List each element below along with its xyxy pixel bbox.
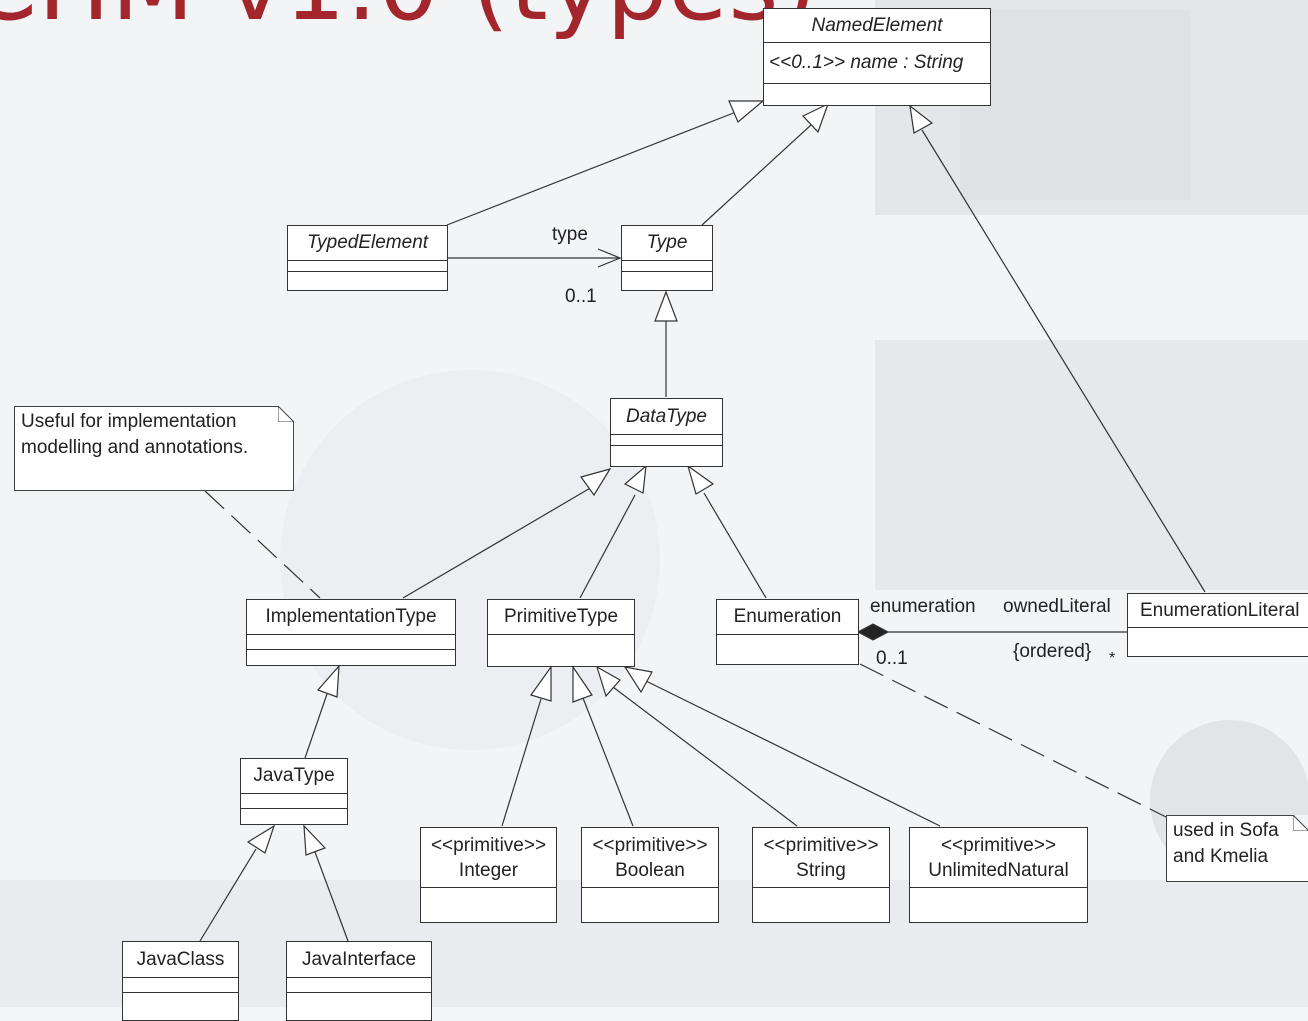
class-name: JavaClass <box>123 942 238 978</box>
generalization-arrowhead <box>246 824 276 854</box>
note-fold-corner <box>278 406 294 422</box>
class-string[interactable]: <<primitive>> String <box>752 827 890 923</box>
class-javainterface[interactable]: JavaInterface <box>286 941 432 1021</box>
role-label-type: type <box>552 224 588 245</box>
generalization-enumeration-datatype <box>703 492 767 599</box>
class-name: NamedElement <box>764 9 990 43</box>
class-name: <<primitive>> Integer <box>421 828 556 888</box>
class-datatype[interactable]: DataType <box>610 398 723 467</box>
generalization-arrowhead <box>572 665 593 703</box>
slide-title: CHM v1.0 (types) <box>0 0 818 34</box>
generalization-primitivetype-datatype <box>579 494 636 599</box>
multiplicity-label-enumeration: 0..1 <box>876 648 908 669</box>
class-javaclass[interactable]: JavaClass <box>122 941 239 1021</box>
class-integer[interactable]: <<primitive>> Integer <box>420 827 557 923</box>
class-enumerationliteral[interactable]: EnumerationLiteral <box>1127 593 1308 657</box>
class-compartment <box>241 794 347 809</box>
primitive-name: Integer <box>458 860 519 881</box>
generalization-javatype-implementationtype <box>304 693 328 759</box>
class-name: PrimitiveType <box>488 600 634 635</box>
class-compartment <box>123 978 238 993</box>
class-compartment <box>622 261 712 272</box>
note-text-line: and Kmelia <box>1173 846 1269 867</box>
note-text-line: used in Sofa <box>1173 820 1279 841</box>
class-attribute: <<0..1>> name : String <box>764 43 990 84</box>
primitive-name: UnlimitedNatural <box>928 860 1069 881</box>
class-name: EnumerationLiteral <box>1128 594 1308 628</box>
class-type[interactable]: Type <box>621 225 713 291</box>
note-anchor-implementation <box>204 490 321 599</box>
class-name: TypedElement <box>288 226 447 261</box>
class-implementationtype[interactable]: ImplementationType <box>246 599 456 666</box>
generalization-arrowhead <box>316 664 340 698</box>
class-name: <<primitive>> String <box>753 828 889 888</box>
note-sofa[interactable]: used in Sofa and Kmelia <box>1166 815 1308 882</box>
class-name: DataType <box>611 399 722 435</box>
composition-diamond <box>856 623 890 641</box>
class-compartment <box>247 635 455 650</box>
note-text-line: Useful for implementation <box>21 411 237 432</box>
note-fold-corner <box>1293 815 1308 831</box>
primitive-name: Boolean <box>615 860 685 881</box>
note-anchor-sofa <box>859 663 1169 819</box>
navigability-arrow <box>597 248 622 268</box>
class-name: <<primitive>> UnlimitedNatural <box>910 828 1087 888</box>
class-name: Enumeration <box>717 600 858 635</box>
class-typedelement[interactable]: TypedElement <box>287 225 448 291</box>
generalization-integer-primitivetype <box>501 698 542 827</box>
class-compartment <box>287 978 431 993</box>
note-text-line: modelling and annotations. <box>21 437 249 458</box>
role-label-ownedliteral: ownedLiteral <box>1003 596 1111 617</box>
class-primitivetype[interactable]: PrimitiveType <box>487 599 635 667</box>
generalization-arrowhead <box>580 468 612 497</box>
role-label-enumeration: enumeration <box>870 596 976 617</box>
generalization-arrowhead <box>909 104 934 134</box>
class-compartment <box>611 435 722 446</box>
generalization-arrowhead <box>303 824 327 856</box>
primitive-name: String <box>796 860 846 881</box>
generalization-type-namedelement <box>701 124 812 226</box>
generalization-javainterface-javatype <box>314 851 349 942</box>
generalization-unlimitednatural-primitivetype <box>645 680 941 827</box>
class-namedelement[interactable]: NamedElement <<0..1>> name : String <box>763 8 991 106</box>
class-name: ImplementationType <box>247 600 455 635</box>
generalization-arrowhead <box>654 290 678 322</box>
generalization-arrowhead <box>530 665 552 702</box>
stereotype-label: <<primitive>> <box>940 835 1057 856</box>
multiplicity-label-ownedliteral: * <box>1109 650 1116 667</box>
class-boolean[interactable]: <<primitive>> Boolean <box>581 827 719 923</box>
generalization-string-primitivetype <box>612 686 798 827</box>
generalization-javaclass-javatype <box>199 848 257 942</box>
class-javatype[interactable]: JavaType <box>240 758 348 825</box>
generalization-arrowhead <box>623 464 647 494</box>
generalization-arrowhead <box>802 102 830 134</box>
generalization-arrowhead <box>686 464 715 495</box>
note-implementation[interactable]: Useful for implementation modelling and … <box>14 406 294 491</box>
class-compartment <box>288 261 447 272</box>
generalization-arrowhead <box>728 100 765 123</box>
class-name: JavaType <box>241 759 347 794</box>
stereotype-label: <<primitive>> <box>763 835 879 856</box>
generalization-arrowhead <box>595 665 621 698</box>
class-name: Type <box>622 226 712 261</box>
stereotype-label: <<primitive>> <box>592 835 708 856</box>
generalization-enumerationliteral-namedelement <box>921 129 1206 593</box>
stereotype-label: <<primitive>> <box>430 835 547 856</box>
class-enumeration[interactable]: Enumeration <box>716 599 859 665</box>
multiplicity-label-type: 0..1 <box>565 286 597 307</box>
constraint-label-ordered: {ordered} <box>1013 641 1092 662</box>
class-name: JavaInterface <box>287 942 431 978</box>
generalization-boolean-primitivetype <box>582 697 634 827</box>
class-unlimitednatural[interactable]: <<primitive>> UnlimitedNatural <box>909 827 1088 923</box>
generalization-arrowhead <box>623 666 653 694</box>
generalization-implementationtype-datatype <box>402 486 593 599</box>
generalization-typedelement-namedelement <box>446 111 737 226</box>
class-name: <<primitive>> Boolean <box>582 828 718 888</box>
